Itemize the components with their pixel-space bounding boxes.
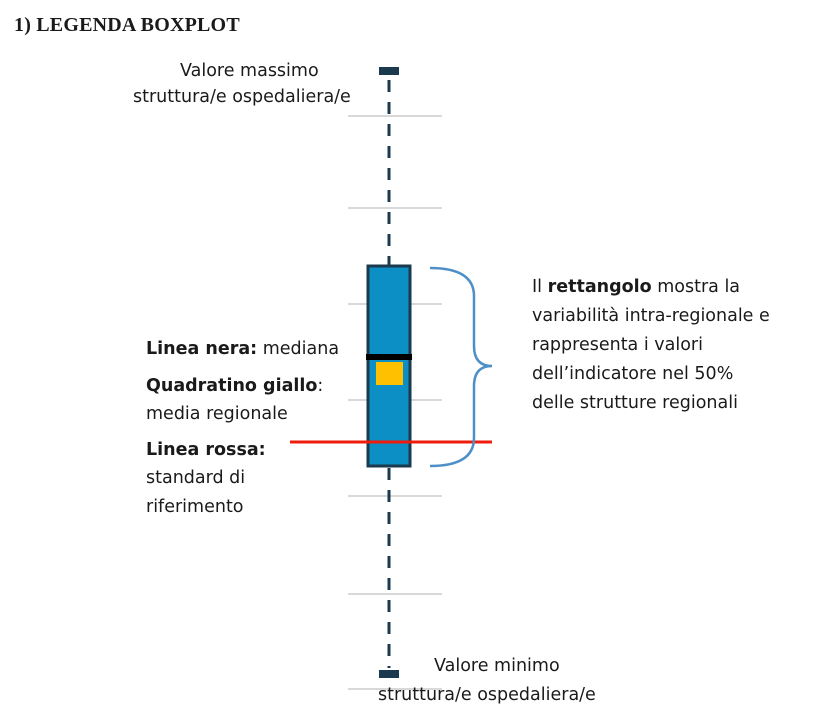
legend-heading: 1) LEGENDA BOXPLOT [14,14,240,36]
max-value-label: Valore massimo [180,61,319,81]
mean-square [376,362,403,385]
mean-label: Quadratino giallo: [146,376,324,396]
median-label: Linea nera: mediana [146,339,340,359]
max-cap [379,67,399,75]
box-note-line-2: variabilità intra-regionale e [532,306,770,326]
standard-sublabel-2: riferimento [146,497,244,517]
min-value-label: Valore minimo [434,656,560,676]
curly-brace [429,266,493,468]
min-cap [379,670,399,678]
box-note-line-5: delle strutture regionali [532,393,738,413]
median-line [366,354,412,360]
max-value-sublabel: struttura/e ospedaliera/e [133,87,351,107]
box-note-line-4: dell’indicatore nel 50% [532,364,734,384]
standard-label: Linea rossa: [146,440,266,460]
box-note-line-1: Il rettangolo mostra la [532,277,741,297]
min-value-sublabel: struttura/e ospedaliera/e [378,685,596,705]
mean-sublabel: media regionale [146,404,288,424]
box-note-line-3: rappresenta i valori [532,335,703,355]
standard-sublabel-1: standard di [146,468,246,488]
